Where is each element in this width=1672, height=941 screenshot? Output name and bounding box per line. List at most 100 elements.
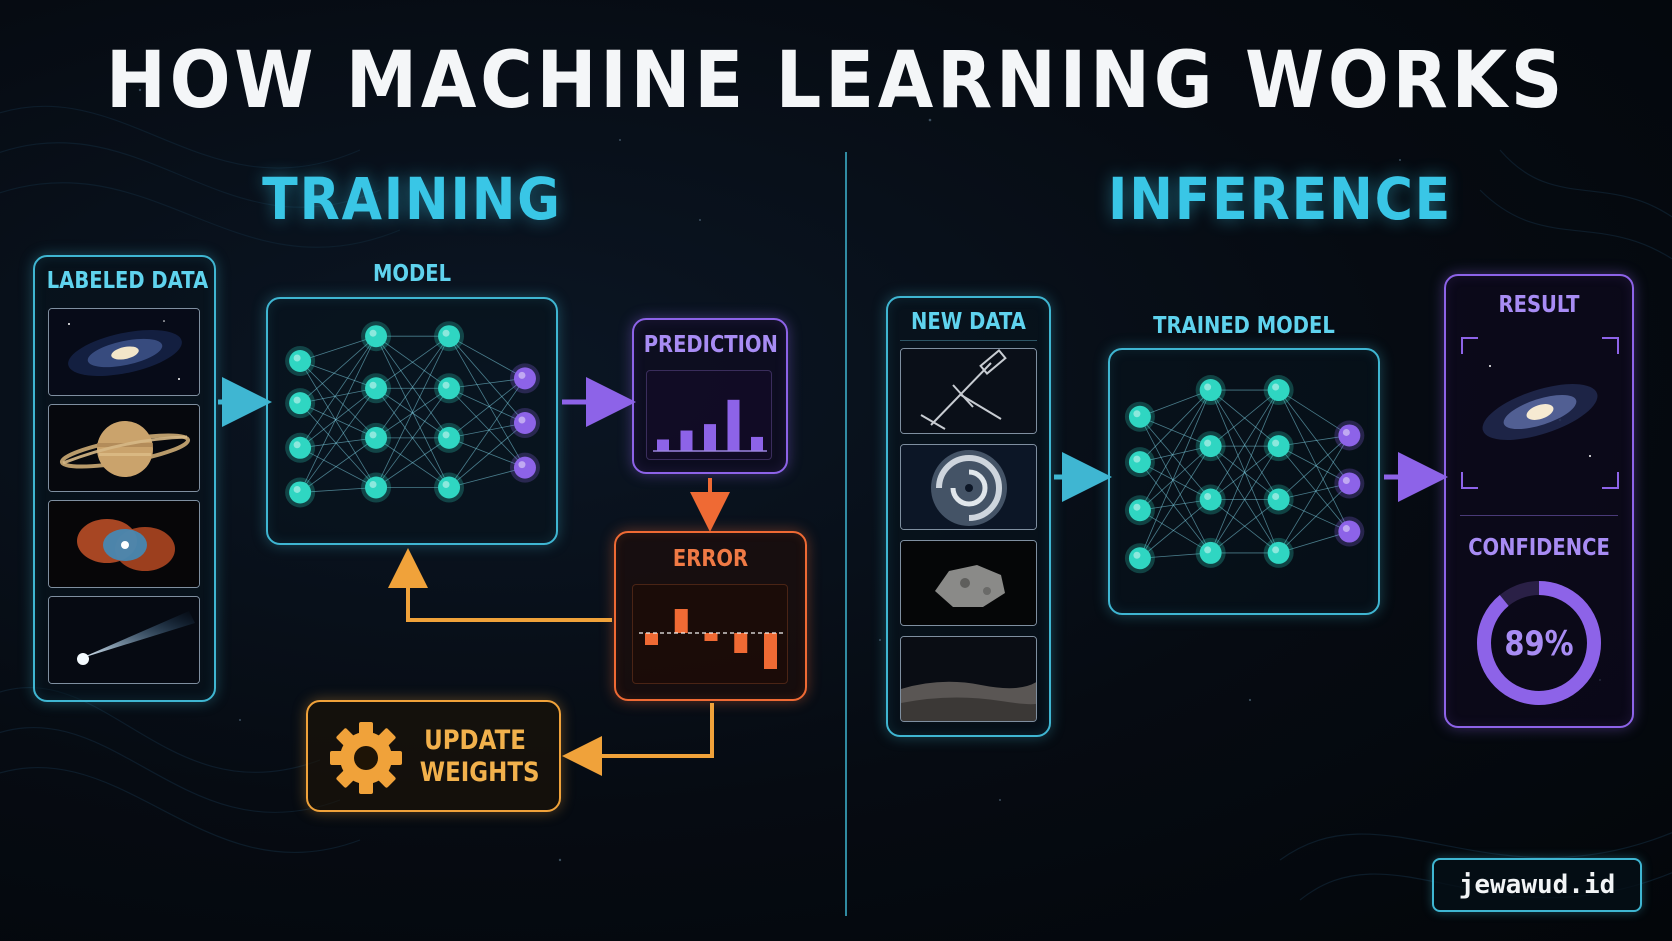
comet-image [48, 596, 200, 684]
node-highlight [369, 431, 377, 439]
network-edge [1278, 389, 1350, 436]
network-edge [299, 387, 377, 449]
node-highlight [1342, 477, 1350, 484]
network-edge [448, 388, 526, 468]
network-edge [1139, 461, 1211, 500]
network-edge [448, 377, 526, 389]
result-image [1461, 337, 1619, 489]
network-edge [1139, 389, 1211, 418]
network-edge [375, 437, 450, 488]
prediction-bar [657, 439, 669, 451]
node-highlight [1272, 546, 1280, 554]
hidden-node [289, 392, 312, 415]
model-network [285, 321, 540, 508]
trained-model-label: TRAINED MODEL [1153, 313, 1335, 339]
asteroid-image [900, 540, 1037, 626]
network-edge [1210, 445, 1279, 500]
output-node [513, 412, 536, 434]
hidden-node [438, 476, 461, 499]
hidden-node [365, 377, 388, 400]
inference-heading: INFERENCE [1108, 165, 1453, 233]
hidden-node [289, 436, 312, 459]
node-highlight [1204, 546, 1212, 554]
network-edge [299, 335, 377, 449]
node-highlight [518, 461, 526, 469]
hidden-node [438, 426, 461, 449]
hidden-node [1267, 379, 1290, 402]
network-edge [1139, 445, 1211, 559]
hidden-node [289, 350, 312, 372]
network-edge [375, 335, 450, 389]
prediction-chart-frame [646, 370, 772, 460]
node-highlight [518, 371, 526, 379]
hidden-node [1128, 405, 1151, 428]
network-edge [1210, 389, 1279, 447]
network-edge [1210, 445, 1279, 554]
hidden-node [365, 476, 388, 499]
nebula-image [48, 500, 200, 588]
node-highlight [1133, 410, 1141, 418]
network-edge [1210, 389, 1279, 500]
network-edge [1139, 499, 1211, 559]
network-edge [299, 335, 377, 362]
network-edge [299, 360, 377, 389]
network-edge [1139, 416, 1211, 500]
output-node [1338, 472, 1361, 495]
network-edge [1278, 483, 1350, 500]
network-edge [1139, 499, 1211, 511]
network-edge [1139, 416, 1211, 447]
error-bar [734, 633, 748, 653]
hidden-node [438, 325, 461, 348]
node-highlight [1204, 439, 1212, 447]
network-edge [448, 378, 526, 439]
network-edge [299, 388, 377, 493]
hidden-node [365, 325, 388, 348]
node-highlight [1133, 551, 1141, 559]
network-edge [448, 335, 526, 424]
error-bar [704, 633, 718, 641]
node-highlight [442, 381, 450, 389]
network-edge [1139, 461, 1211, 554]
error-label: ERROR [672, 546, 749, 572]
hidden-node [1199, 488, 1222, 511]
node-highlight [369, 329, 377, 337]
confidence-arc [1477, 581, 1601, 705]
node-highlight [442, 431, 450, 439]
node-highlight [1133, 503, 1141, 511]
prediction-bar [680, 430, 693, 451]
node-highlight [442, 480, 450, 488]
saturn-image [48, 404, 200, 492]
error-bar [645, 633, 658, 645]
network-edge [1278, 435, 1350, 554]
hidden-node [1128, 547, 1151, 570]
trained-model-network [1124, 375, 1365, 574]
error-bar [764, 633, 777, 669]
network-edge [1278, 435, 1350, 447]
result-label: RESULT [1498, 292, 1580, 318]
main-title: HOW MACHINE LEARNING WORKS [105, 36, 1567, 126]
network-edge [1278, 389, 1350, 532]
hidden-node [289, 481, 312, 504]
network-edge [448, 335, 526, 468]
network-edge [1210, 389, 1280, 554]
planet-surface-image [900, 636, 1037, 722]
node-highlight [293, 441, 301, 449]
network-edge [299, 437, 377, 493]
network-edge [299, 360, 377, 488]
network-edge [1278, 445, 1350, 484]
error-chart-frame [632, 584, 788, 684]
network-edge [299, 447, 377, 488]
galaxy-image [48, 308, 200, 396]
model-panel [266, 297, 558, 545]
node-highlight [293, 354, 301, 362]
network-edge [1139, 509, 1211, 554]
labeled-data-label: LABELED DATA [46, 268, 209, 294]
prediction-bar [751, 436, 763, 451]
network-edge [1278, 499, 1350, 532]
new-data-divider [900, 340, 1037, 341]
network-edge [1139, 389, 1211, 463]
hidden-node [1199, 541, 1222, 564]
node-highlight [369, 480, 377, 488]
network-edge [448, 335, 526, 379]
